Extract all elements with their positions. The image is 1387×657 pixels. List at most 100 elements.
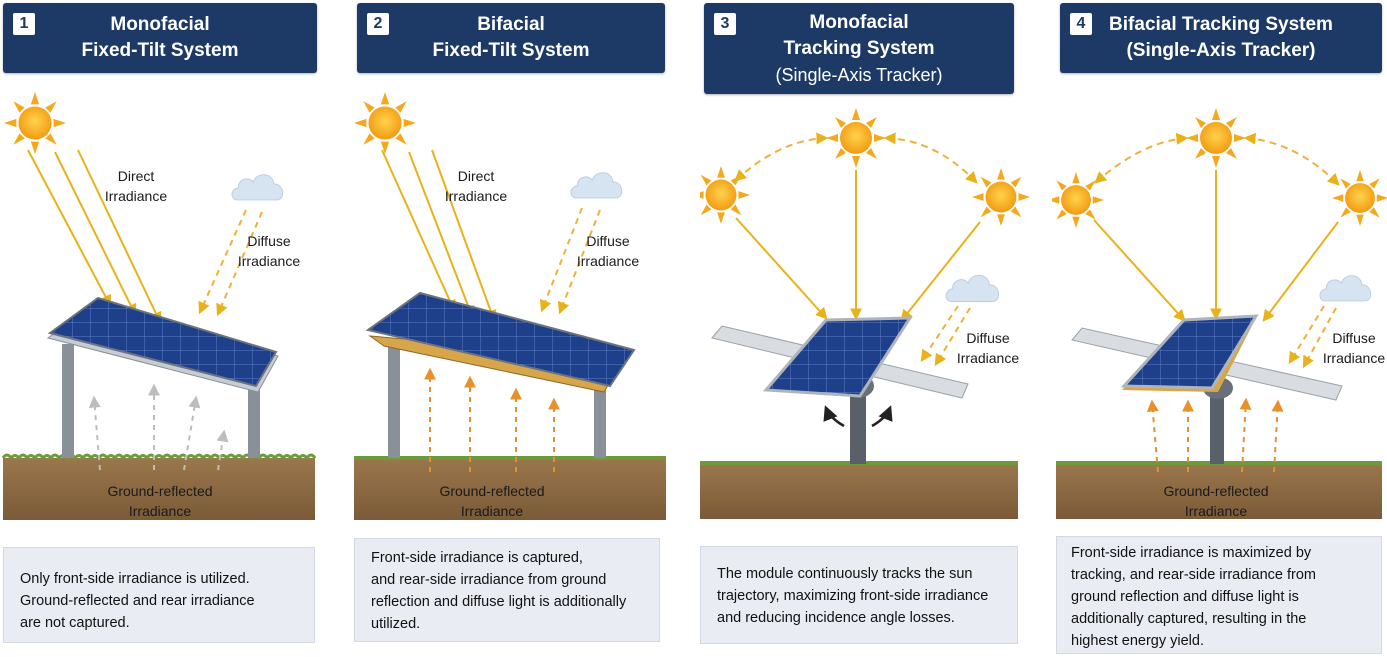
panel-title-line2: Tracking System [783, 38, 935, 59]
label-diffuse-line1: Diffuse [1332, 330, 1376, 346]
panel-header: 4 Bifacial Tracking System (Single-Axis … [1060, 3, 1382, 73]
panel-description: Front-side irradiance is maximized by tr… [1056, 536, 1382, 654]
rear-irradiance-rays [424, 367, 560, 472]
description-line: tracking, and rear-side irradiance from [1071, 567, 1316, 583]
description-line: Only front-side irradiance is utilized. [20, 571, 250, 587]
description-line: Front-side irradiance is captured, [371, 550, 583, 566]
description-line: trajectory, maximizing front-side irradi… [717, 588, 989, 604]
rotation-arrows [823, 405, 893, 428]
solar-module-front [1120, 314, 1259, 390]
panel-title-line3: (Single-Axis Tracker) [775, 65, 943, 85]
post-left [62, 344, 74, 458]
label-direct-line1: Direct [118, 168, 155, 184]
description-line: additionally captured, resulting in the [1071, 611, 1307, 627]
grass [1, 453, 317, 461]
label-diffuse-line2: Irradiance [957, 350, 1019, 366]
label-direct-line2: Irradiance [105, 188, 167, 204]
description-line: and rear-side irradiance from ground [371, 572, 607, 588]
description-line: Front-side irradiance is maximized by [1071, 545, 1312, 561]
label-diffuse-line1: Diffuse [966, 330, 1010, 346]
panel-number-badge: 1 [13, 13, 35, 35]
label-diffuse-line1: Diffuse [247, 233, 291, 249]
panel-title-line1: Monofacial [110, 14, 210, 35]
sun-icon [4, 92, 66, 154]
description-line: are not captured. [20, 615, 130, 631]
panel-header: 1 Monofacial Fixed-Tilt System [3, 3, 317, 73]
diffuse-irradiance-rays [539, 207, 601, 315]
ground-soil [3, 458, 315, 520]
rear-irradiance-rays [1146, 397, 1284, 473]
panel-header: 2 Bifacial Fixed-Tilt System [357, 3, 665, 73]
label-ground-line2: Irradiance [129, 503, 191, 519]
tracker-post [1210, 394, 1224, 464]
panel-title-line2: Fixed-Tilt System [81, 40, 239, 61]
direct-irradiance-rays [381, 149, 497, 323]
ground-soil [354, 458, 666, 520]
ground-soil [700, 463, 1018, 519]
label-ground-line1: Ground-reflected [1163, 483, 1268, 499]
scene-illustration: Diffuse Irradiance Ground-reflected Irra… [1052, 108, 1387, 519]
label-ground-line1: Ground-reflected [439, 483, 544, 499]
panel-1-monofacial-fixed: 1 Monofacial Fixed-Tilt System [0, 0, 330, 657]
panel-description: Front-side irradiance is captured, and r… [354, 538, 660, 642]
scene-illustration: Direct Irradiance Diffuse Irradiance Gro… [354, 92, 666, 520]
scene-illustration: Diffuse Irradiance [700, 108, 1030, 519]
description-line: Ground-reflected and rear irradiance [20, 593, 255, 609]
description-line: ground reflection and diffuse light is [1071, 589, 1299, 605]
cloud-icon [945, 274, 1000, 302]
description-line: utilized. [371, 616, 421, 632]
panel-title-line1: Monofacial [809, 12, 909, 33]
sun-icon-morning [700, 166, 750, 224]
sun-path-arc [734, 132, 978, 184]
direct-irradiance-rays [1093, 170, 1339, 322]
sun-icon-noon [826, 108, 886, 168]
panel-3-monofacial-tracking: 3 Monofacial Tracking System (Single-Axi… [700, 0, 1030, 657]
sun-path-arc [1094, 132, 1340, 186]
description-line: reflection and diffuse light is addition… [371, 594, 627, 610]
panel-number-badge: 2 [367, 13, 389, 35]
panel-header: 3 Monofacial Tracking System (Single-Axi… [704, 3, 1014, 94]
direct-irradiance-rays [27, 149, 162, 325]
label-ground-line2: Irradiance [1185, 503, 1247, 519]
panel-description: The module continuously tracks the sun t… [700, 546, 1018, 644]
ground-soil [1056, 463, 1382, 519]
panel-title-line1: Bifacial [477, 14, 545, 35]
description-line: The module continuously tracks the sun [717, 566, 973, 582]
label-direct-line1: Direct [458, 168, 495, 184]
panel-title-line1: Bifacial Tracking System [1109, 14, 1333, 35]
sun-icon-evening [1332, 170, 1387, 226]
description-line: and reducing incidence angle losses. [717, 610, 955, 626]
solar-module-front [47, 296, 278, 388]
panel-title-line2: (Single-Axis Tracker) [1126, 40, 1316, 61]
label-direct-line2: Irradiance [445, 188, 507, 204]
sun-icon-morning [1052, 172, 1104, 228]
cloud-icon [570, 172, 623, 199]
description-line: highest energy yield. [1071, 633, 1204, 649]
label-diffuse-line2: Irradiance [238, 253, 300, 269]
label-diffuse-line2: Irradiance [1323, 350, 1385, 366]
solar-module-front [365, 291, 636, 388]
diffuse-irradiance-rays [1288, 305, 1337, 369]
label-ground-line2: Irradiance [461, 503, 523, 519]
panel-number-badge: 4 [1070, 13, 1092, 35]
direct-irradiance-rays [735, 170, 981, 322]
panel-4-bifacial-tracking: 4 Bifacial Tracking System (Single-Axis … [1052, 0, 1387, 657]
panel-number-badge: 3 [714, 13, 736, 35]
cloud-icon [231, 174, 284, 201]
panel-description: Only front-side irradiance is utilized. … [3, 547, 315, 643]
panel-title-line2: Fixed-Tilt System [432, 40, 590, 61]
sun-icon [354, 92, 416, 154]
post-left [388, 344, 400, 458]
cloud-icon [1319, 275, 1372, 302]
diffuse-irradiance-rays [198, 209, 263, 317]
label-diffuse-line1: Diffuse [586, 233, 630, 249]
ground-reflected-rays-unused [88, 383, 229, 471]
scene-illustration: Direct Irradiance Diffuse Irradiance Gro… [1, 92, 317, 520]
post-right [594, 386, 606, 458]
label-ground-line1: Ground-reflected [107, 483, 212, 499]
solar-module-front [762, 316, 913, 398]
tracker-post [850, 394, 866, 464]
sun-icon-evening [972, 168, 1030, 226]
label-diffuse-line2: Irradiance [577, 253, 639, 269]
post-right [248, 386, 260, 458]
